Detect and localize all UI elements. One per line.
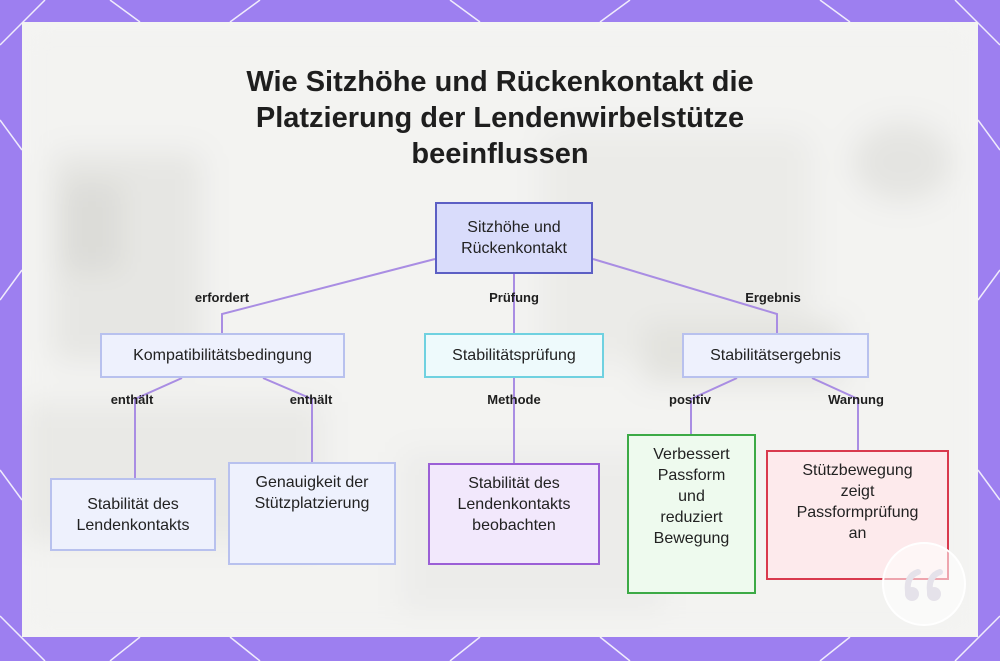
node-compatibility: Kompatibilitätsbedingung — [100, 333, 345, 378]
logo-icon — [882, 542, 966, 626]
node-placement-precision: Genauigkeit der Stützplatzierung — [228, 462, 396, 565]
edge-label-check: Prüfung — [489, 290, 539, 305]
node-root: Sitzhöhe und Rückenkontakt — [435, 202, 593, 274]
node-observe-stability: Stabilität des Lendenkontakts beobachten — [428, 463, 600, 565]
edge-label-contains-2: enthält — [289, 392, 333, 407]
edge-label-contains-1: enthält — [110, 392, 154, 407]
node-lumbar-stability: Stabilität des Lendenkontakts — [50, 478, 216, 551]
edge-warning — [811, 377, 859, 450]
edge-requires — [221, 258, 436, 333]
diagram-title: Wie Sitzhöhe und Rückenkontakt die Platz… — [22, 64, 978, 172]
edge-label-warning: Warnung — [828, 392, 884, 407]
edge-label-method: Methode — [487, 392, 541, 407]
edge-contains-1 — [134, 377, 183, 478]
title-line-2: Platzierung der Lendenwirbelstütze — [255, 102, 745, 134]
node-stability-result: Stabilitätsergebnis — [682, 333, 869, 378]
title-line-1: Wie Sitzhöhe und Rückenkontakt die — [246, 66, 754, 98]
edge-label-result: Ergebnis — [745, 290, 801, 305]
node-stability-check: Stabilitätsprüfung — [424, 333, 604, 378]
edge-result — [592, 258, 778, 338]
connector-lines — [134, 258, 859, 478]
title-line-3: beeinflussen — [411, 138, 589, 170]
edge-label-positive: positiv — [669, 392, 711, 407]
node-improves-fit: Verbessert Passform und reduziert Bewegu… — [627, 434, 756, 594]
edge-positive — [690, 377, 738, 434]
edge-contains-2 — [262, 377, 313, 462]
edge-label-requires: erfordert — [194, 290, 250, 305]
diagram-canvas: Wie Sitzhöhe und Rückenkontakt die Platz… — [22, 22, 978, 637]
